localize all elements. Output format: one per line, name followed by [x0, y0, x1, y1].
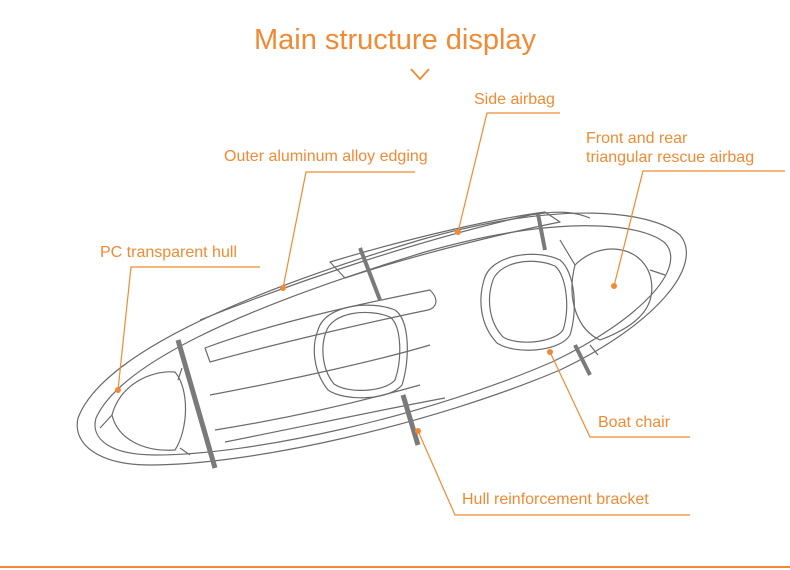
bracket-band — [573, 344, 592, 376]
leader-rescue-airbag — [613, 170, 785, 287]
bracket-band — [358, 247, 382, 301]
side-airbag-shape — [329, 211, 561, 279]
floor-channel — [209, 344, 431, 396]
rear-boat-chair — [313, 304, 408, 399]
label-boat-chair: Boat chair — [598, 414, 671, 431]
leader-hull-bracket — [417, 430, 690, 516]
chevron-down-icon — [410, 68, 430, 81]
floor-channel — [214, 384, 421, 431]
bracket-band — [175, 339, 218, 469]
bracket-band — [536, 213, 547, 251]
label-outer-edging: Outer aluminum alloy edging — [224, 148, 428, 165]
leader-side-airbag — [457, 112, 560, 233]
label-rescue-airbag-line1: Front and rear — [586, 130, 688, 147]
front-boat-chair — [480, 253, 575, 351]
hull-inner-outline — [94, 225, 672, 456]
floor-channel — [224, 397, 446, 443]
rear-rescue-airbag — [111, 371, 187, 451]
label-side-airbag: Side airbag — [474, 91, 555, 108]
leader-outer-edging — [282, 171, 415, 289]
floor-channel — [204, 289, 437, 363]
leader-pc-hull — [117, 266, 260, 391]
front-rescue-airbag — [571, 248, 653, 341]
label-pc-hull: PC transparent hull — [100, 244, 237, 261]
bracket-band — [400, 394, 421, 446]
hull-outline — [76, 212, 687, 466]
bottom-divider — [0, 566, 790, 568]
leader-boat-chair — [549, 351, 690, 438]
label-hull-bracket: Hull reinforcement bracket — [462, 491, 649, 508]
diagram-title: Main structure display — [253, 24, 537, 56]
aluminum-edging — [199, 211, 591, 321]
label-rescue-airbag-line2: triangular rescue airbag — [586, 149, 755, 166]
